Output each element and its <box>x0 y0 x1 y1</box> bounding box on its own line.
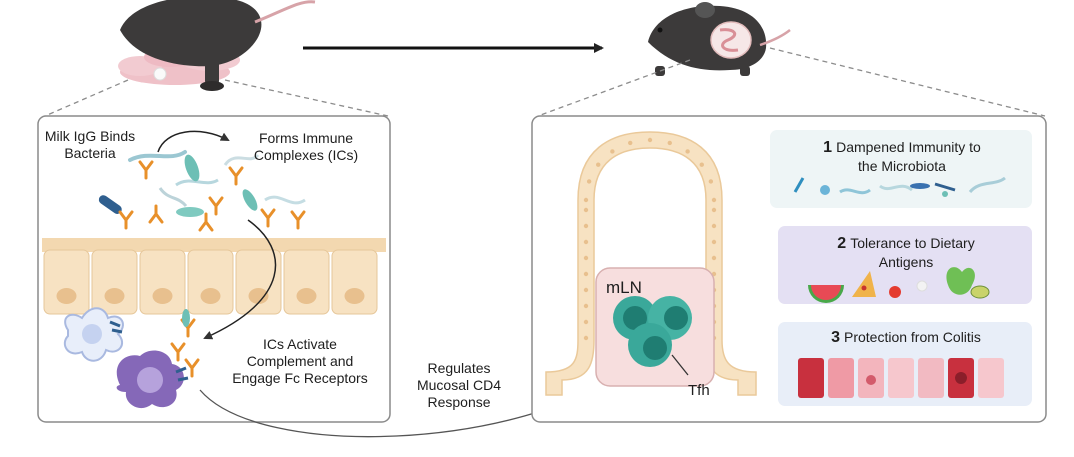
regulates-text: Regulates <box>427 360 491 376</box>
dietary-antigens-illustration <box>808 267 990 303</box>
villus-nucleus <box>711 255 717 261</box>
villus-nucleus <box>685 149 690 154</box>
bacteria-text: Bacteria <box>64 145 116 162</box>
epithelial-cell <box>331 249 378 315</box>
outcome-3-line1: Protection from Colitis <box>843 329 981 345</box>
zoom-guide-lines <box>44 47 1046 117</box>
epithelial-cell <box>283 249 330 315</box>
adult-mouse-illustration <box>648 2 791 76</box>
complex-to-immune-arrow <box>203 219 277 340</box>
villus-nucleus <box>583 271 589 277</box>
villus-nucleus <box>583 303 589 309</box>
complement-and-text: Complement and <box>246 353 354 370</box>
villus-nucleus <box>711 197 717 203</box>
villus-nucleus <box>583 223 589 229</box>
engage-fc-text: Engage Fc Receptors <box>232 370 368 387</box>
outcome-2-line1: Tolerance to Dietary <box>850 235 975 251</box>
intestinal-epithelium <box>42 238 386 315</box>
cell-nucleus <box>56 288 77 304</box>
villus-nucleus <box>711 223 717 229</box>
colon-tissue-illustration <box>798 358 1004 398</box>
forms-immune-text: Forms Immune <box>258 130 354 146</box>
milk-igg-label: Milk IgG Binds Bacteria <box>34 128 146 162</box>
cell-nucleus <box>152 288 173 304</box>
epithelial-cell <box>91 249 138 315</box>
outcome-1-line1: Dampened Immunity to <box>836 139 981 155</box>
villus-nucleus <box>583 197 589 203</box>
mln-label: mLN <box>606 278 642 297</box>
villus-nucleus <box>699 162 704 167</box>
cell-nucleus <box>296 288 317 304</box>
mucosal-cd4-text: Mucosal CD4 <box>416 377 502 394</box>
outcome-1-box <box>770 130 1032 208</box>
villus-nucleus <box>667 140 672 146</box>
milk-igg-binds-text: Milk IgG Binds <box>44 128 136 144</box>
regulates-label: Regulates Mucosal CD4 Response <box>400 360 518 411</box>
villus-nucleus <box>610 149 615 154</box>
villus-nucleus <box>647 137 653 143</box>
tfh-cell-cluster <box>613 296 692 376</box>
cell-nucleus <box>344 288 365 304</box>
complexes-text: Complexes (ICs) <box>253 147 359 164</box>
cell-nucleus <box>248 288 269 304</box>
villus-nucleus <box>583 255 589 261</box>
villus-nucleus <box>596 162 601 167</box>
villus-nucleus <box>711 207 717 213</box>
villus-nucleus <box>708 179 714 184</box>
outcome-2-line2: Antigens <box>878 253 934 270</box>
immune-cells-cluster <box>63 307 200 409</box>
villus-nucleus <box>711 239 717 245</box>
tfh-label: Tfh <box>688 382 710 399</box>
ics-activate-label: ICs Activate Complement and Engage Fc Re… <box>214 336 386 387</box>
bacteria-antibody-cluster <box>98 150 306 232</box>
epithelial-cell <box>139 249 186 315</box>
response-text: Response <box>427 394 491 411</box>
outcome-3-number: 3 <box>831 329 840 346</box>
villus-nucleus <box>586 179 592 184</box>
villus-nucleus <box>583 287 589 293</box>
cell-nucleus <box>200 288 221 304</box>
epithelial-cell <box>187 249 234 315</box>
villus-nucleus <box>583 207 589 213</box>
ics-activate-text: ICs Activate <box>263 336 337 352</box>
bind-to-complex-arrow <box>157 130 230 153</box>
outcome-1-line2: the Microbiota <box>858 157 946 174</box>
microbiota-illustration <box>793 176 1006 197</box>
epithelial-cell <box>235 249 282 315</box>
villus-nucleus <box>583 239 589 245</box>
cell-nucleus <box>104 288 125 304</box>
mother-mouse-with-pups-illustration <box>118 0 316 91</box>
villus-nucleus <box>583 319 589 325</box>
villus-nucleus <box>583 335 589 341</box>
outcome-1-number: 1 <box>823 139 833 156</box>
outcome-2-number: 2 <box>837 235 847 252</box>
villus-nucleus <box>628 140 633 146</box>
epithelial-cell <box>43 249 90 315</box>
immune-complexes-label: Forms Immune Complexes (ICs) <box>236 130 376 164</box>
